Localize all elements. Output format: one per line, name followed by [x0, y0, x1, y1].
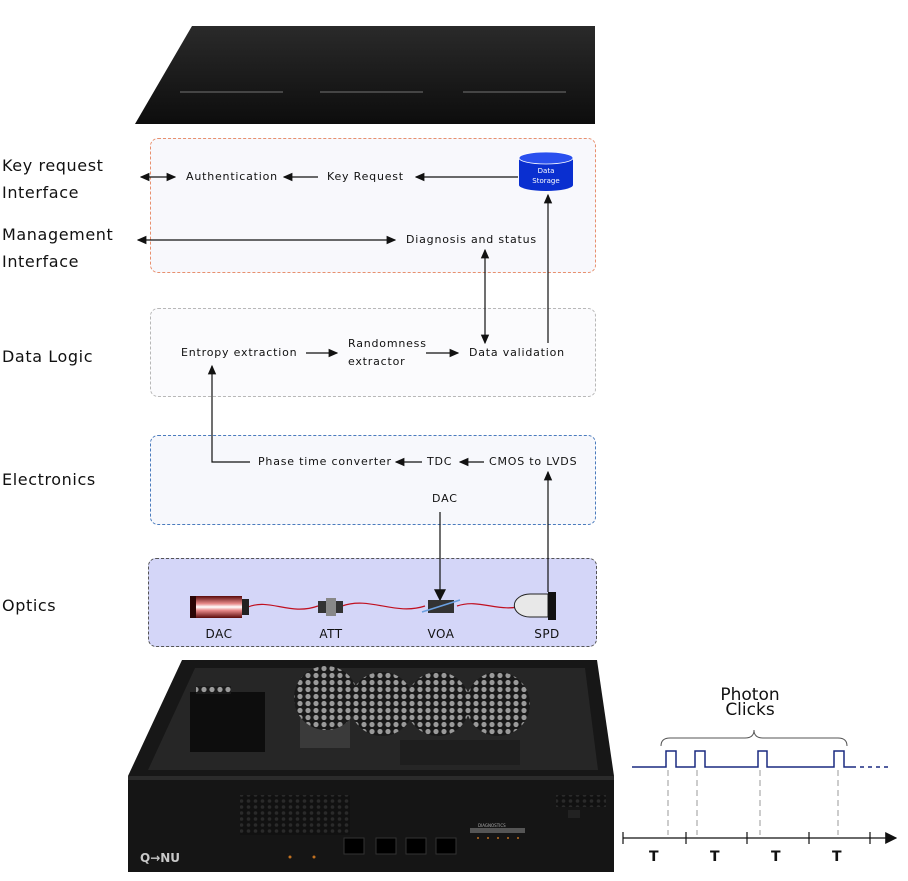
fan-3: [406, 672, 470, 736]
optics-label-laser: DAC: [205, 627, 233, 641]
period-label-4: T: [832, 849, 842, 865]
voa-icon: [421, 599, 461, 613]
node-tdc: TDC: [427, 455, 453, 468]
fan-2: [350, 672, 414, 736]
optics-label-spd: SPD: [534, 627, 560, 641]
node-key-request: Key Request: [327, 170, 404, 183]
arrow-phase-entropy: [207, 364, 250, 463]
period-label-3: T: [771, 849, 781, 865]
electronics-layer-box: [150, 435, 596, 525]
data-storage-icon: [518, 151, 574, 191]
period-label-2: T: [710, 849, 720, 865]
fan-1: [294, 666, 358, 730]
node-data-storage: Data Storage: [532, 167, 560, 185]
node-randomness: Randomness extractor: [348, 337, 427, 368]
optics-label-att: ATT: [319, 627, 343, 641]
layer-label-data-logic: Data Logic: [2, 347, 94, 366]
node-entropy: Entropy extraction: [181, 346, 298, 359]
layer-label-key-request: Key request Interface: [2, 156, 104, 202]
device-panel-label: DIAGNOSTICS: [478, 823, 506, 828]
node-authentication: Authentication: [186, 170, 278, 183]
ethernet-ports: [343, 837, 457, 855]
optics-label-voa: VOA: [427, 627, 455, 641]
node-cmos: CMOS to LVDS: [489, 455, 578, 468]
node-diagnosis: Diagnosis and status: [406, 233, 537, 246]
photon-clicks-title: Photon Clicks: [720, 685, 780, 720]
attenuator-icon: [318, 598, 343, 616]
clicks-brace: [660, 729, 848, 747]
layer-label-management: Management Interface: [2, 225, 114, 271]
node-validation: Data validation: [469, 346, 565, 359]
node-phase: Phase time converter: [258, 455, 392, 468]
device-brand: Q→NU: [140, 851, 180, 865]
node-dac-electronics: DAC: [432, 492, 458, 505]
pulse-train: [632, 750, 852, 768]
spd-icon: [513, 592, 556, 620]
layer-label-optics: Optics: [2, 596, 57, 615]
fan-4: [466, 672, 530, 736]
period-label-1: T: [649, 849, 659, 865]
data-logic-layer-box: [150, 308, 596, 397]
layer-label-electronics: Electronics: [2, 470, 96, 489]
laser-icon: [190, 596, 249, 618]
